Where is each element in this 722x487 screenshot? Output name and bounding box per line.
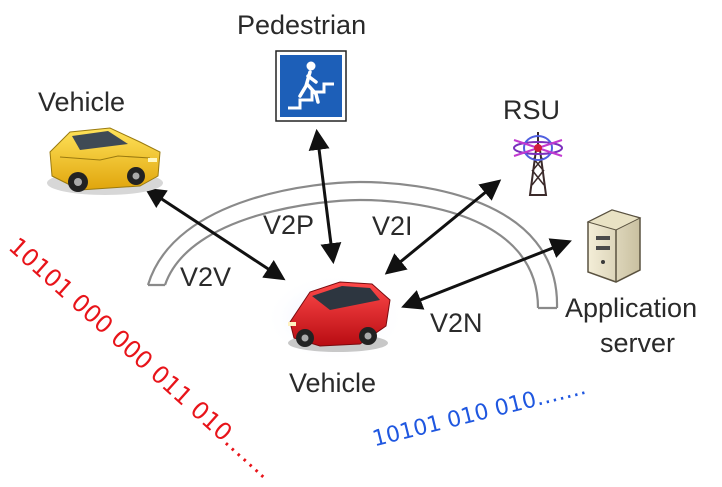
vehicle-center-label: Vehicle [289,368,377,398]
red-car-icon [265,274,405,362]
application-label: Application [565,293,698,323]
v2i-label: V2I [372,211,413,241]
v2n-arrow [401,238,572,310]
pedestrian-label: Pedestrian [237,10,367,40]
rsu-tower-icon [513,132,563,196]
v2v-arrow [144,187,286,281]
server-icon [586,209,642,283]
v2p-label: V2P [263,210,315,240]
vehicle-top-label: Vehicle [38,87,126,117]
pedestrian-sign-icon [275,50,347,122]
rsu-label: RSU [503,95,561,125]
v2n-label: V2N [430,308,483,338]
yellow-car-icon [47,127,163,195]
v2v-label: V2V [180,262,232,292]
server-label: server [600,328,676,358]
v2p-arrow [308,128,342,265]
